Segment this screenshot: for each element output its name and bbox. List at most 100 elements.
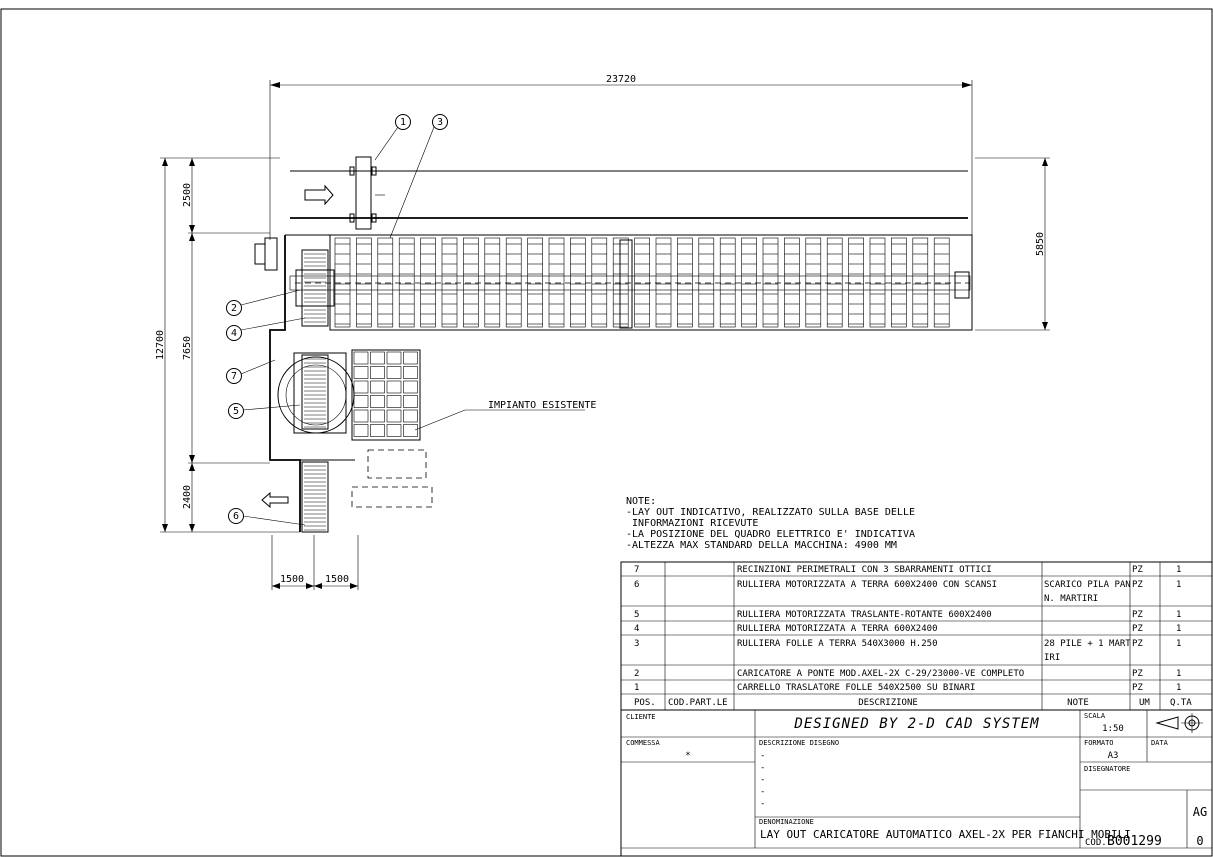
bom-desc: RULLIERA MOTORIZZATA A TERRA 600X2400: [737, 624, 937, 634]
roller-module: [441, 237, 458, 328]
bom-um: PZ: [1132, 624, 1143, 634]
roller-module: [527, 237, 543, 328]
bom-note: N. MARTIRI: [1044, 594, 1098, 604]
descrizione-line: -: [760, 775, 765, 785]
descrizione-label: DESCRIZIONE DISEGNO: [759, 739, 839, 747]
roller-module: [848, 237, 864, 328]
note-line: INFORMAZIONI RICEVUTE: [626, 518, 758, 529]
roller-module: [634, 237, 650, 328]
bom-um: PZ: [1132, 639, 1143, 649]
scala-value: 1:50: [1102, 724, 1124, 734]
roller-module: [570, 237, 586, 328]
bom-desc: CARICATORE A PONTE MOD.AXEL-2X C-29/2300…: [737, 669, 1024, 679]
existing-roller-module: [403, 380, 418, 394]
disegnatore-label: DISEGNATORE: [1084, 765, 1130, 773]
roller-module: [762, 237, 779, 328]
note-line: NOTE:: [626, 496, 656, 507]
existing-plant-label: IMPIANTO ESISTENTE: [488, 400, 596, 411]
balloon-3: 3: [437, 117, 443, 128]
rail-zone: [290, 156, 968, 230]
bom-um: PZ: [1132, 565, 1143, 575]
bom-desc: RULLIERA MOTORIZZATA TRASLANTE-ROTANTE 6…: [737, 610, 992, 620]
bom-desc: RULLIERA MOTORIZZATA A TERRA 600X2400 CO…: [737, 580, 997, 590]
roller-module: [591, 237, 608, 328]
descrizione-line: -: [760, 799, 765, 809]
bom-header-qty: Q.TA: [1170, 698, 1192, 708]
dim-top-height: 2500: [182, 183, 193, 207]
existing-roller-module: [403, 424, 418, 437]
dim-bottom-height: 2400: [182, 485, 193, 509]
balloon-7: 7: [231, 371, 237, 382]
bom-um: PZ: [1132, 580, 1143, 590]
bom-header-code: COD.PART.LE: [668, 698, 728, 708]
existing-roller-module: [370, 351, 385, 365]
roller-module: [484, 237, 501, 328]
bom-desc: CARRELLO TRASLATORE FOLLE 540X2500 SU BI…: [737, 683, 975, 693]
existing-roller-module: [370, 424, 385, 437]
roller-module: [463, 237, 479, 328]
dim-bottom-w2: 1500: [325, 574, 349, 585]
commessa-label: COMMESSA: [626, 739, 661, 747]
existing-roller-module: [386, 395, 402, 408]
dim-mid-height: 7650: [182, 336, 193, 360]
bom-header-note: NOTE: [1067, 698, 1089, 708]
bom-qty: 1: [1176, 669, 1181, 679]
existing-plant: IMPIANTO ESISTENTE: [351, 349, 596, 508]
note-line: -ALTEZZA MAX STANDARD DELLA MACCHINA: 49…: [626, 540, 897, 551]
existing-roller-module: [353, 366, 369, 379]
bom-pos: 3: [634, 639, 639, 649]
existing-roller-module: [403, 409, 418, 423]
bom-pos: 6: [634, 580, 639, 590]
data-label: DATA: [1151, 739, 1169, 747]
existing-roller-module: [386, 424, 402, 437]
existing-roller-module: [370, 366, 385, 379]
bom-pos: 4: [634, 624, 639, 634]
note-line: -LAY OUT INDICATIVO, REALIZZATO SULLA BA…: [626, 507, 915, 518]
existing-roller-module: [353, 409, 369, 423]
roller-module: [677, 237, 693, 328]
title-block: CLIENTE DESIGNED BY 2-D CAD SYSTEM SCALA…: [620, 709, 1213, 857]
notes: NOTE: -LAY OUT INDICATIVO, REALIZZATO SU…: [626, 496, 915, 551]
existing-roller-module: [370, 380, 385, 394]
cliente-label: CLIENTE: [626, 713, 656, 721]
scala-label: SCALA: [1084, 712, 1106, 720]
denominazione-value: LAY OUT CARICATORE AUTOMATICO AXEL-2X PE…: [760, 828, 1131, 841]
roller-module: [420, 237, 436, 328]
bom-pos: 7: [634, 565, 639, 575]
bom-um: PZ: [1132, 683, 1143, 693]
existing-roller-module: [370, 409, 385, 423]
existing-roller-module: [386, 351, 402, 365]
roller-module: [612, 237, 629, 328]
bom-qty: 1: [1176, 580, 1181, 590]
bom-note: SCARICO PILA PAN: [1044, 580, 1131, 590]
bom-pos: 5: [634, 610, 639, 620]
bom-um: PZ: [1132, 610, 1143, 620]
bom-pos: 2: [634, 669, 639, 679]
balloon-5: 5: [233, 406, 239, 417]
bill-of-materials: 7 RECINZIONI PERIMETRALI CON 3 SBARRAMEN…: [620, 561, 1213, 711]
bom-qty: 1: [1176, 610, 1181, 620]
roller-module: [741, 237, 757, 328]
balloon-1: 1: [400, 117, 406, 128]
dim-right-height: 5850: [1035, 232, 1046, 256]
descrizione-line: -: [760, 787, 765, 797]
code-label: COD.: [1085, 838, 1107, 848]
existing-roller-module: [386, 380, 402, 394]
roller-module: [891, 237, 907, 328]
bom-qty: 1: [1176, 683, 1181, 693]
balloon-2: 2: [231, 303, 237, 314]
existing-roller-module: [370, 395, 385, 408]
bridge-support: [619, 239, 633, 329]
roller-module: [356, 237, 372, 328]
roller-module: [933, 237, 950, 328]
roller-module: [826, 237, 843, 328]
dim-bottom-w1: 1500: [280, 574, 304, 585]
note-line: -LA POSIZIONE DEL QUADRO ELETTRICO E' IN…: [626, 529, 915, 540]
roller-module: [805, 237, 822, 328]
revision-top: AG: [1193, 805, 1207, 819]
existing-roller-module: [353, 424, 369, 437]
idle-roller-conveyor: [329, 234, 973, 331]
formato-value: A3: [1108, 751, 1119, 761]
dimension-lines: 23720 2500 12700 7650 2400 5850: [155, 74, 1050, 590]
bom-pos: 1: [634, 683, 639, 693]
